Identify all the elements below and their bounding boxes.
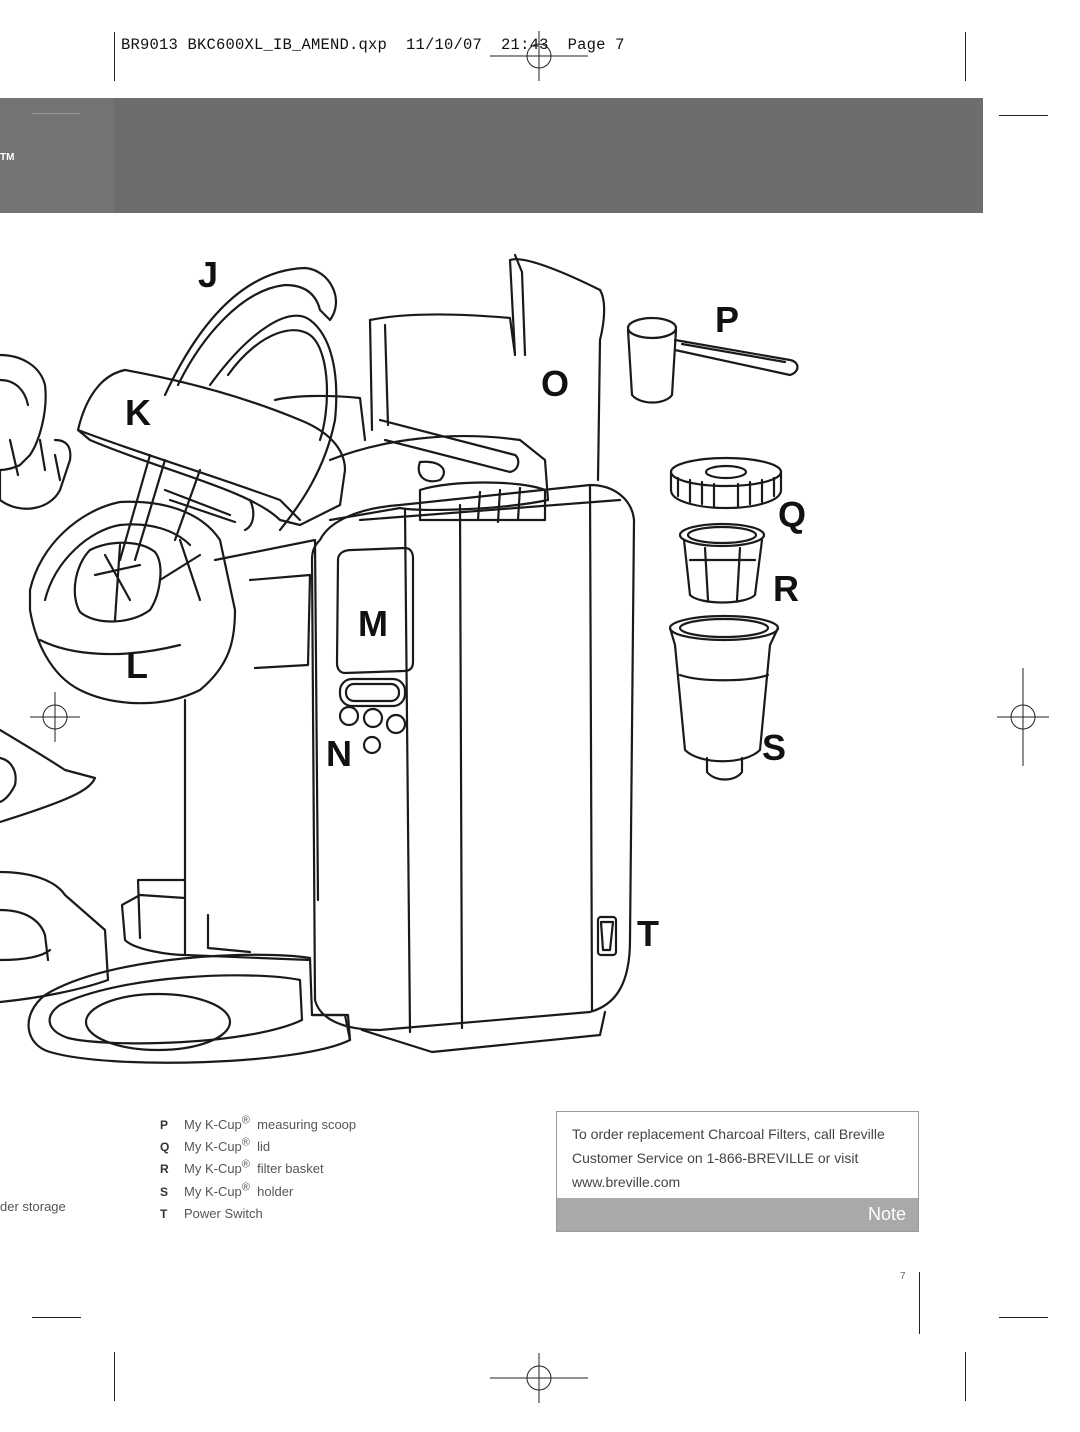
legend-label: lid	[257, 1139, 271, 1155]
legend-label: Power Switch	[184, 1205, 263, 1221]
legend-item: R My K-Cup® filter basket	[160, 1158, 356, 1180]
header-band	[0, 98, 983, 213]
k-cup-holder	[668, 614, 780, 781]
note-label: Note	[557, 1198, 918, 1231]
reservoir-area	[273, 394, 550, 524]
crop-mark	[114, 32, 115, 81]
cut-off-legend-text: der storage	[0, 1199, 66, 1214]
measuring-scoop	[626, 316, 799, 404]
registered-mark: ®	[241, 1159, 250, 1172]
legend-letter: Q	[160, 1140, 170, 1155]
callout-t: T	[637, 913, 659, 954]
brewer-arm	[76, 368, 347, 562]
legend-label: holder	[257, 1183, 294, 1199]
legend-item: S My K-Cup® holder	[160, 1181, 356, 1203]
crop-mark	[965, 1352, 966, 1401]
cut-off-tray-left	[0, 728, 110, 1004]
legend-item: T Power Switch	[160, 1203, 356, 1225]
crop-mark	[32, 1317, 81, 1318]
k-cup-filter-basket	[678, 522, 766, 604]
legend-letter: R	[160, 1162, 169, 1177]
registered-mark: ®	[241, 1136, 250, 1149]
page-number: 7	[900, 1271, 906, 1282]
callout-m: M	[358, 603, 388, 644]
crop-mark	[114, 1352, 115, 1401]
registered-mark: ®	[241, 1181, 250, 1194]
callout-s: S	[762, 727, 787, 768]
k-cup-lid	[669, 456, 783, 510]
registration-mark-left	[30, 692, 80, 742]
band-label: TM	[0, 152, 15, 163]
control-panel	[335, 546, 415, 755]
registered-mark: ®	[241, 1114, 250, 1127]
callout-r: R	[773, 568, 799, 609]
cut-off-accessory-top-left	[0, 353, 72, 510]
callout-n: N	[326, 733, 352, 774]
coffee-maker-illustration	[0, 253, 799, 1064]
registration-mark-top	[490, 31, 588, 81]
callout-o: O	[541, 363, 570, 404]
legend-letter: S	[160, 1184, 169, 1199]
legend-prefix: My K-Cup	[184, 1117, 242, 1132]
crop-mark	[999, 1317, 1048, 1318]
callout-l: L	[126, 645, 148, 686]
legend-label: measuring scoop	[257, 1117, 357, 1132]
crop-mark	[999, 115, 1048, 116]
print-slug-line: BR9013 BKC600XL_IB_AMEND.qxp 11/10/07 21…	[121, 36, 625, 54]
callout-p: P	[715, 299, 740, 340]
cup-holder	[28, 500, 237, 705]
brewer-handle	[163, 266, 338, 532]
main-housing	[120, 483, 636, 1054]
legend-item: P My K-Cup® measuring scoop	[160, 1114, 356, 1136]
legend-prefix: My K-Cup	[184, 1183, 242, 1199]
crop-mark	[965, 32, 966, 81]
band-tick	[32, 113, 80, 114]
legend-letter: P	[160, 1118, 169, 1132]
reservoir-lid	[368, 253, 606, 482]
callout-k: K	[125, 392, 151, 433]
registration-mark-bottom	[490, 1353, 588, 1403]
callout-j: J	[198, 254, 219, 295]
legend-letter: T	[160, 1206, 168, 1221]
note-text: To order replacement Charcoal Filters, c…	[572, 1126, 885, 1190]
header-band-tab	[0, 98, 114, 213]
power-switch	[596, 915, 618, 957]
registration-mark-right	[997, 668, 1049, 766]
legend-prefix: My K-Cup	[184, 1161, 242, 1177]
crop-mark	[919, 1272, 920, 1334]
drip-tray-base	[27, 953, 352, 1064]
callout-q: Q	[778, 494, 807, 535]
legend-prefix: My K-Cup	[184, 1139, 242, 1155]
legend-item: Q My K-Cup® lid	[160, 1136, 356, 1158]
legend-label: filter basket	[257, 1161, 324, 1177]
note-box: To order replacement Charcoal Filters, c…	[556, 1111, 919, 1232]
